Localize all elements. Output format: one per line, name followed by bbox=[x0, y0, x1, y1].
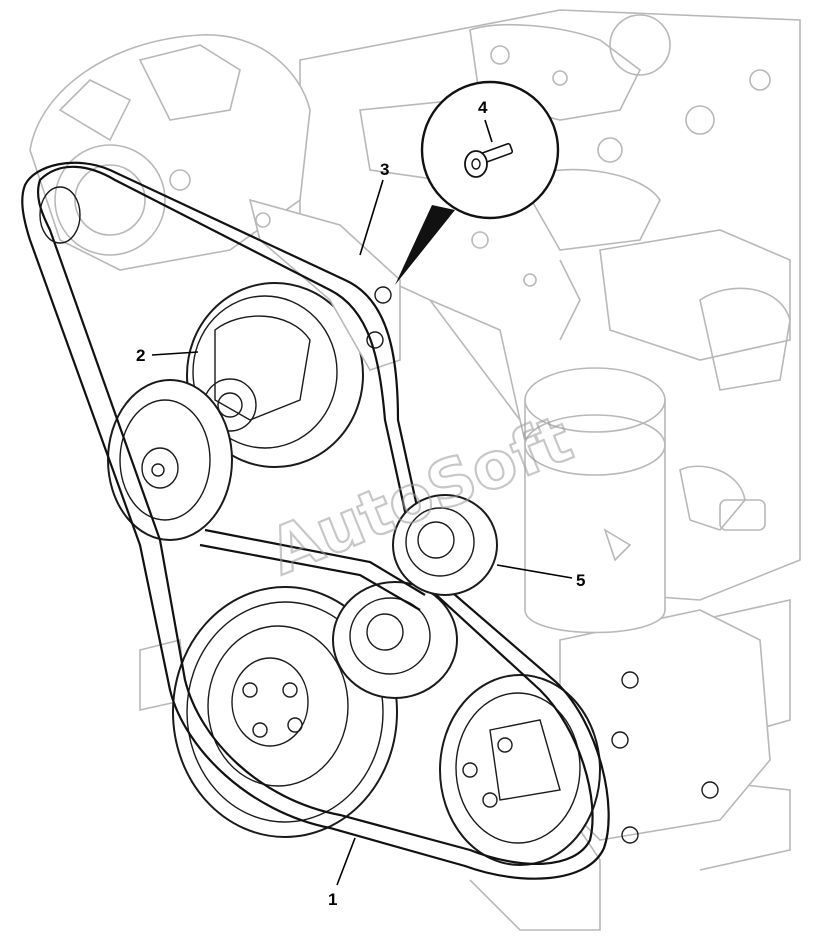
bolt-detail-magnifier bbox=[395, 80, 560, 285]
leader-lines bbox=[151, 119, 573, 886]
callout-5: 5 bbox=[576, 571, 585, 590]
callout-1: 1 bbox=[328, 890, 337, 909]
tensioner-pulley bbox=[392, 494, 498, 596]
ac-compressor bbox=[439, 609, 771, 866]
drive-belt bbox=[21, 161, 610, 880]
idler-pulley-lower bbox=[332, 581, 458, 699]
power-steering-pulley bbox=[107, 379, 233, 541]
bolt-icon bbox=[464, 142, 514, 178]
callout-2: 2 bbox=[136, 346, 145, 365]
oil-filter bbox=[524, 367, 666, 634]
callout-3: 3 bbox=[380, 160, 389, 179]
water-pump-pulley bbox=[186, 282, 364, 468]
alternator bbox=[29, 34, 311, 271]
tensioner-bracket bbox=[248, 198, 401, 371]
callout-4: 4 bbox=[478, 98, 488, 117]
